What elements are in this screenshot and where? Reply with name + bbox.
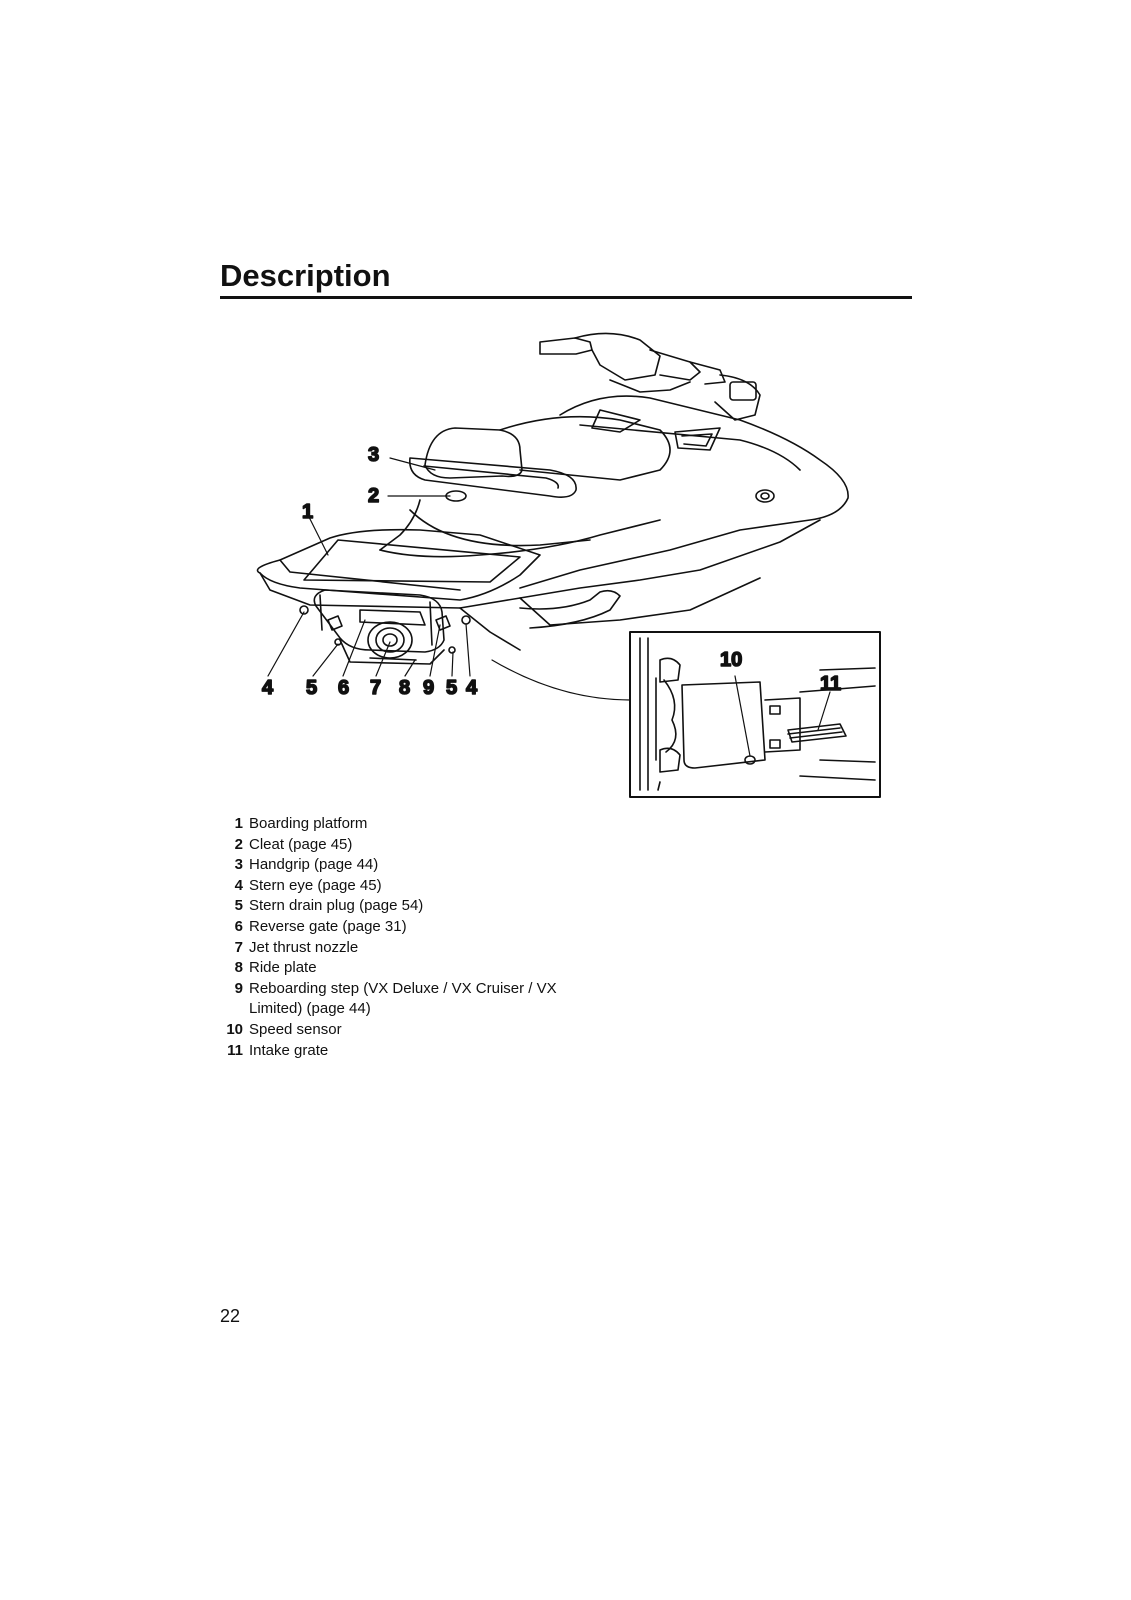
legend-number: 5 <box>234 897 243 915</box>
legend-label: Speed sensor <box>249 1020 342 1038</box>
legend-label: Stern drain plug (page 54) <box>249 897 424 915</box>
watercraft-illustration: 1 2 3 4 5 6 7 8 9 5 4 10 11 <box>256 332 881 798</box>
legend-label: Boarding platform <box>249 815 368 832</box>
legend-number: 7 <box>234 938 243 956</box>
callout-5-right: 5 <box>446 677 457 699</box>
callout-10: 10 <box>720 649 742 671</box>
legend-number: 9 <box>234 979 243 997</box>
parts-legend: 1 Boarding platform 2 Cleat (page 45) 3 … <box>220 814 580 1061</box>
legend-number: 4 <box>234 876 243 894</box>
legend-item: 2 Cleat (page 45) <box>220 835 580 856</box>
legend-number: 3 <box>234 856 243 874</box>
callout-4-left: 4 <box>262 677 274 699</box>
legend-item: 9 Reboarding step (VX Deluxe / VX Cruise… <box>220 979 580 1020</box>
legend-number: 10 <box>226 1020 243 1038</box>
legend-label: Handgrip (page 44) <box>249 856 379 874</box>
callout-6: 6 <box>338 677 349 699</box>
callout-7: 7 <box>370 677 381 699</box>
legend-item: 3 Handgrip (page 44) <box>220 855 580 876</box>
page-title: Description <box>220 258 391 293</box>
legend-number: 2 <box>234 835 243 853</box>
legend-item: 11 Intake grate <box>220 1041 580 1062</box>
callout-5-left: 5 <box>306 677 317 699</box>
callout-4-right: 4 <box>466 677 478 699</box>
inset-detail <box>629 631 881 798</box>
legend-label: Cleat (page 45) <box>249 835 353 853</box>
title-rule <box>220 296 912 299</box>
callout-leaders <box>267 457 631 701</box>
callout-3: 3 <box>368 444 379 466</box>
legend-number: 8 <box>234 959 243 977</box>
legend-label: Reverse gate (page 31) <box>249 917 407 935</box>
handlebar-drawing <box>539 332 761 421</box>
callout-9: 9 <box>423 677 434 699</box>
legend-label: Reboarding step (VX Deluxe / VX Cruiser … <box>249 979 557 1018</box>
legend-item: 4 Stern eye (page 45) <box>220 876 580 897</box>
legend-number: 11 <box>227 1041 243 1059</box>
hull-drawing <box>256 395 849 665</box>
inset-callout-leaders <box>734 675 831 757</box>
legend-label: Intake grate <box>249 1041 329 1059</box>
legend-item: 10 Speed sensor <box>220 1020 580 1041</box>
page-number: 22 <box>220 1306 241 1326</box>
legend-label: Stern eye (page 45) <box>249 876 382 894</box>
legend-label: Ride plate <box>249 959 317 977</box>
legend-item: 7 Jet thrust nozzle <box>220 938 580 959</box>
legend-number: 1 <box>234 815 243 832</box>
callout-11: 11 <box>820 673 841 695</box>
legend-label: Jet thrust nozzle <box>249 938 359 956</box>
legend-item: 5 Stern drain plug (page 54) <box>220 896 580 917</box>
legend-item: 6 Reverse gate (page 31) <box>220 917 580 938</box>
legend-item: 1 Boarding platform <box>220 814 580 835</box>
callout-8: 8 <box>399 677 410 699</box>
legend-number: 6 <box>234 917 243 935</box>
callout-1: 1 <box>302 501 313 523</box>
callout-2: 2 <box>368 485 379 507</box>
legend-item: 8 Ride plate <box>220 958 580 979</box>
